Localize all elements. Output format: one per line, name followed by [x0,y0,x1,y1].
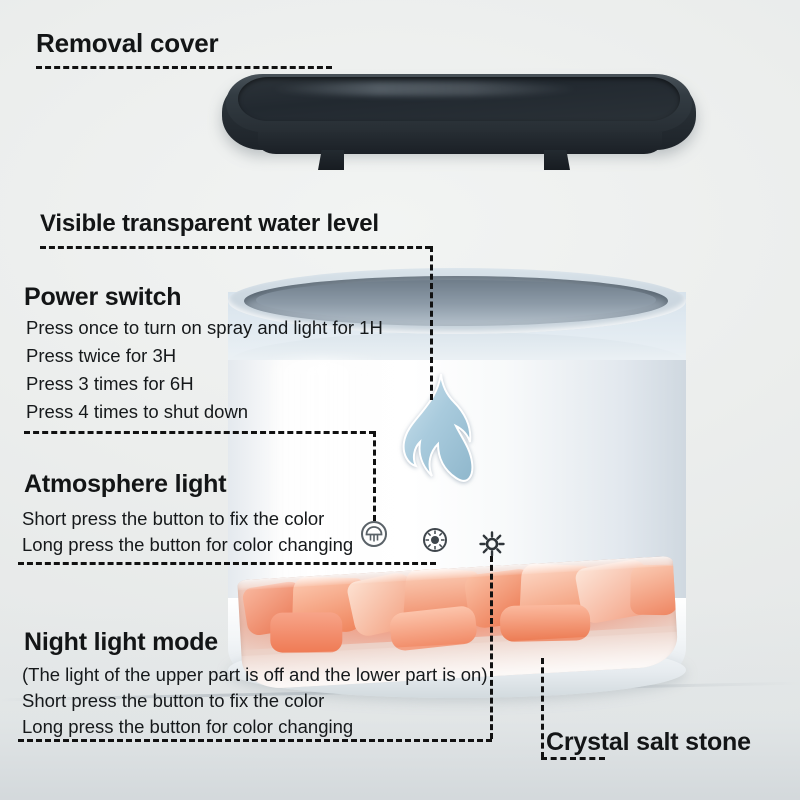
tank-opening-edge [256,280,656,320]
sun-icon[interactable] [478,530,506,558]
annotation-line-power-2: Press twice for 3H [26,345,177,366]
lid-skirt [258,132,662,154]
humidifier-body [222,268,694,710]
annotation-title-removal-cover: Removal cover [36,28,219,58]
lid-highlight [270,82,580,96]
annotation-line-power-4: Press 4 times to shut down [26,401,249,422]
annotation-title-atmosphere-light: Atmosphere light [24,470,227,498]
annotation-line-power-1: Press once to turn on spray and light fo… [26,317,383,338]
annotation-title-crystal-salt-stone: Crystal salt stone [546,728,751,756]
salt-rock [630,564,679,616]
leader-night-light-h [18,739,492,742]
leader-atmosphere-light-h [18,562,436,565]
annotation-title-power-switch: Power switch [24,283,182,311]
annotation-line-night-3: Long press the button for color changing [22,716,354,737]
annotation-line-power-3: Press 3 times for 6H [26,373,194,394]
annotation-line-atmosphere-1: Short press the button to fix the color [22,508,325,529]
leader-power-switch-v [373,431,376,521]
spray-icon[interactable] [360,520,388,548]
leader-crystal-salt-v [541,658,544,758]
lid-inner-surface [238,77,680,121]
light-ring-icon[interactable] [421,526,449,554]
annotation-line-atmosphere-2: Long press the button for color changing [22,534,354,555]
leader-power-switch-h [24,431,375,434]
lid-tab-left [318,150,344,170]
removal-cover-part [222,70,696,170]
annotation-line-night-1: (The light of the upper part is off and … [22,664,488,685]
annotation-line-night-2: Short press the button to fix the color [22,690,325,711]
leader-water-level-h [40,246,431,249]
salt-rock [270,612,343,653]
leader-crystal-salt-h [541,757,605,760]
lid-tab-right [544,150,570,170]
leader-removal-cover [36,66,332,69]
leader-night-light-v [490,556,493,739]
leader-water-level-v [430,246,433,400]
annotation-title-night-light-mode: Night light mode [24,628,218,656]
flame-light-window [394,372,478,498]
annotation-title-water-level: Visible transparent water level [40,210,379,237]
